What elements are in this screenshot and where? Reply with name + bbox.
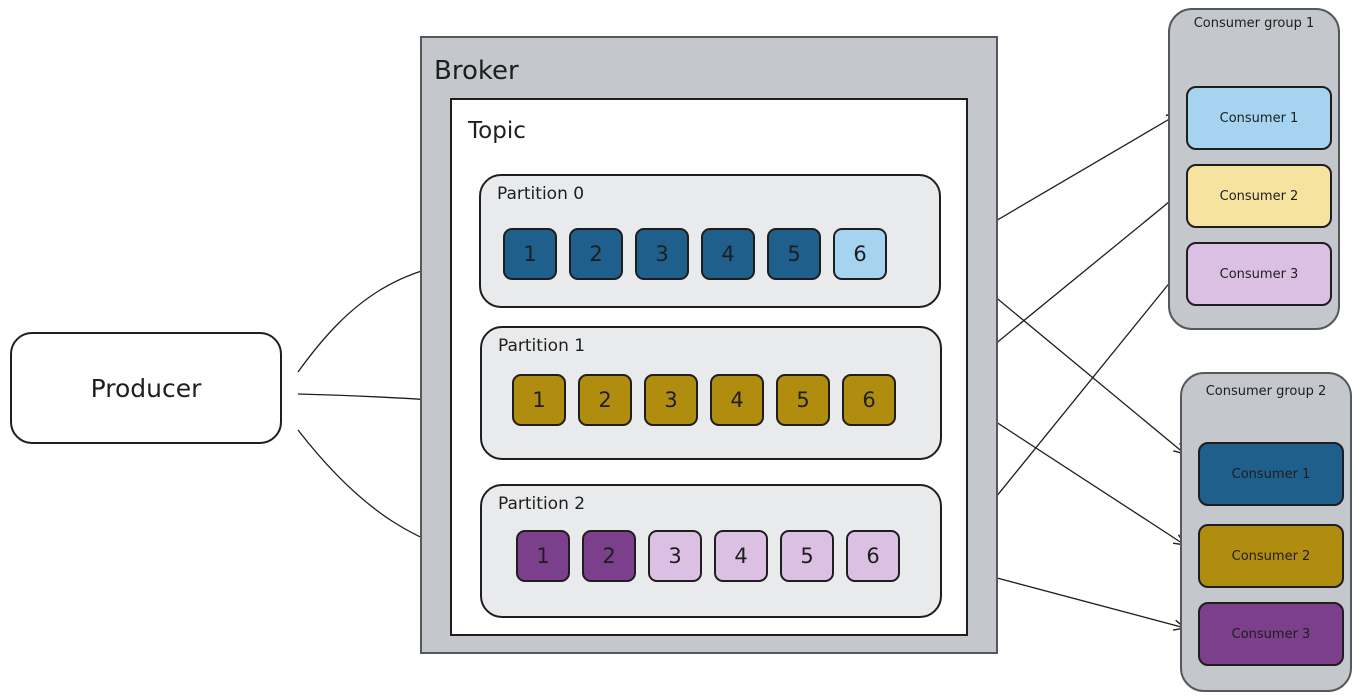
group1-consumer-1: Consumer 1 <box>1186 86 1332 150</box>
producer-label: Producer <box>90 373 202 403</box>
partition-label: Partition 0 <box>497 184 585 204</box>
message-cell: 6 <box>833 228 887 280</box>
group2-consumer-2: Consumer 2 <box>1198 524 1344 588</box>
message-cell: 3 <box>644 374 698 426</box>
consumer-label: Consumer 2 <box>1219 188 1299 204</box>
broker-label: Broker <box>434 56 519 86</box>
consumer-group-1: Consumer group 1 Consumer 1 Consumer 2 C… <box>1168 8 1340 330</box>
message-cell: 6 <box>842 374 896 426</box>
message-cell: 2 <box>582 530 636 582</box>
message-cell: 3 <box>648 530 702 582</box>
message-cell: 1 <box>503 228 557 280</box>
message-cell: 4 <box>701 228 755 280</box>
message-cell: 1 <box>512 374 566 426</box>
message-cell: 6 <box>846 530 900 582</box>
group-label: Consumer group 2 <box>1205 384 1327 399</box>
message-cell: 1 <box>516 530 570 582</box>
group1-consumer-2: Consumer 2 <box>1186 164 1332 228</box>
consumer-group-2: Consumer group 2 Consumer 1 Consumer 2 C… <box>1180 372 1352 692</box>
group-label: Consumer group 1 <box>1193 16 1315 31</box>
message-cell: 2 <box>569 228 623 280</box>
message-cell: 3 <box>635 228 689 280</box>
consumer-label: Consumer 1 <box>1231 466 1311 482</box>
message-cell: 5 <box>776 374 830 426</box>
topic-label: Topic <box>468 118 526 144</box>
producer-node: Producer <box>10 332 282 444</box>
partition-1: Partition 1 1 2 3 4 5 6 <box>480 326 942 460</box>
partition-label: Partition 2 <box>498 494 586 514</box>
consumer-label: Consumer 3 <box>1219 266 1299 282</box>
partition-2: Partition 2 1 2 3 4 5 6 <box>480 484 942 618</box>
partition-label: Partition 1 <box>498 336 586 356</box>
group2-consumer-3: Consumer 3 <box>1198 602 1344 666</box>
group2-consumer-1: Consumer 1 <box>1198 442 1344 506</box>
partition-2-messages: 1 2 3 4 5 6 <box>516 530 900 582</box>
consumer-label: Consumer 1 <box>1219 110 1299 126</box>
message-cell: 2 <box>578 374 632 426</box>
partition-0: Partition 0 1 2 3 4 5 6 <box>479 174 941 308</box>
consumer-label: Consumer 3 <box>1231 626 1311 642</box>
message-cell: 4 <box>710 374 764 426</box>
partition-0-messages: 1 2 3 4 5 6 <box>503 228 887 280</box>
group1-consumer-3: Consumer 3 <box>1186 242 1332 306</box>
message-cell: 5 <box>767 228 821 280</box>
message-cell: 4 <box>714 530 768 582</box>
message-cell: 5 <box>780 530 834 582</box>
partition-1-messages: 1 2 3 4 5 6 <box>512 374 896 426</box>
consumer-label: Consumer 2 <box>1231 548 1311 564</box>
